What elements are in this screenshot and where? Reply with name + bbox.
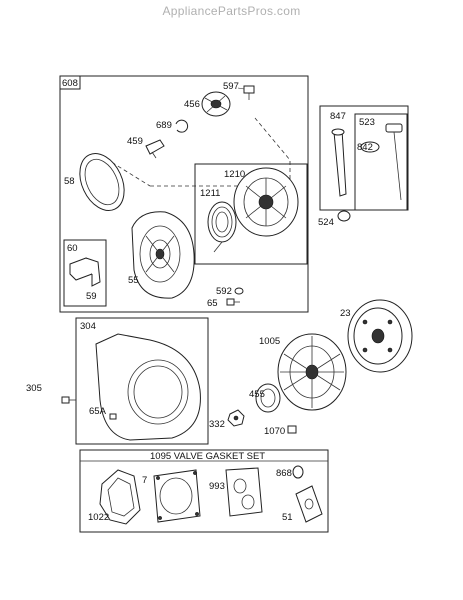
label-304: 304 (80, 321, 96, 332)
dashed-assembly-line (150, 117, 291, 187)
part-59-handle[interactable] (69, 257, 101, 287)
part-868-seal[interactable] (292, 465, 304, 479)
part-523-dipstick[interactable] (385, 123, 403, 201)
part-456-retainer[interactable] (201, 91, 231, 117)
label-597: 597 (223, 81, 239, 92)
label-689: 689 (156, 120, 172, 131)
part-455-cup[interactable] (255, 383, 281, 413)
part-51-gasket[interactable] (295, 485, 323, 523)
part-1211-spring[interactable] (207, 201, 237, 253)
label-60: 60 (67, 243, 78, 254)
part-524-seal[interactable] (337, 210, 351, 222)
label-523: 523 (359, 117, 375, 128)
label-456: 456 (184, 99, 200, 110)
label-55: 55 (128, 275, 139, 286)
part-305-bolt[interactable] (61, 396, 76, 404)
label-59: 59 (86, 291, 97, 302)
label-592: 592 (216, 286, 232, 297)
part-689-clip[interactable] (175, 119, 189, 133)
label-65: 65 (207, 298, 218, 309)
part-1022-gasket[interactable] (99, 469, 141, 525)
part-65-screw[interactable] (226, 298, 240, 306)
label-65A: 65A (89, 406, 107, 417)
label-7: 7 (142, 475, 147, 486)
part-55-housing[interactable] (131, 211, 195, 299)
box-1210 (194, 163, 308, 265)
box-304 (75, 317, 209, 445)
part-592-washer[interactable] (234, 287, 244, 295)
part-304-blower-housing[interactable] (95, 333, 201, 441)
label-1210: 1210 (224, 169, 245, 180)
label-58: 58 (64, 176, 75, 187)
label-842: 842 (357, 142, 373, 153)
part-1070-screw[interactable] (287, 425, 297, 434)
callout-box-608 (59, 75, 81, 90)
part-7-head-gasket[interactable] (153, 469, 201, 523)
part-1005-fan[interactable] (277, 333, 347, 411)
part-1210-pulley[interactable] (233, 167, 299, 237)
box-60 (63, 239, 107, 307)
part-58-rope[interactable] (71, 146, 133, 217)
part-332-nut[interactable] (227, 409, 245, 427)
label-51: 51 (282, 512, 293, 523)
label-332: 332 (209, 419, 225, 430)
label-455: 455 (249, 389, 265, 400)
label-1005: 1005 (259, 336, 280, 347)
label-847: 847 (330, 111, 346, 122)
part-847-tube[interactable] (331, 128, 347, 197)
label-1070: 1070 (264, 426, 285, 437)
part-842-oring[interactable] (360, 141, 380, 153)
box-1095 (79, 449, 329, 533)
label-459: 459 (127, 136, 143, 147)
label-1095: 1095 VALVE GASKET SET (150, 451, 265, 462)
box-523 (354, 113, 408, 211)
part-23-flywheel[interactable] (347, 299, 413, 373)
label-524: 524 (318, 217, 334, 228)
watermark-text: AppliancePartsPros.com (162, 4, 301, 18)
part-459-pawl[interactable] (145, 139, 165, 159)
part-993-gasket[interactable] (225, 467, 263, 517)
part-65A-screw[interactable] (109, 413, 117, 420)
part-597-screw[interactable] (243, 85, 255, 100)
box-608 (59, 75, 309, 313)
label-993: 993 (209, 481, 225, 492)
label-1022: 1022 (88, 512, 109, 523)
label-305: 305 (26, 383, 42, 394)
label-23: 23 (340, 308, 351, 319)
label-868: 868 (276, 468, 292, 479)
label-608: 608 (62, 78, 78, 89)
label-1211: 1211 (200, 188, 220, 199)
